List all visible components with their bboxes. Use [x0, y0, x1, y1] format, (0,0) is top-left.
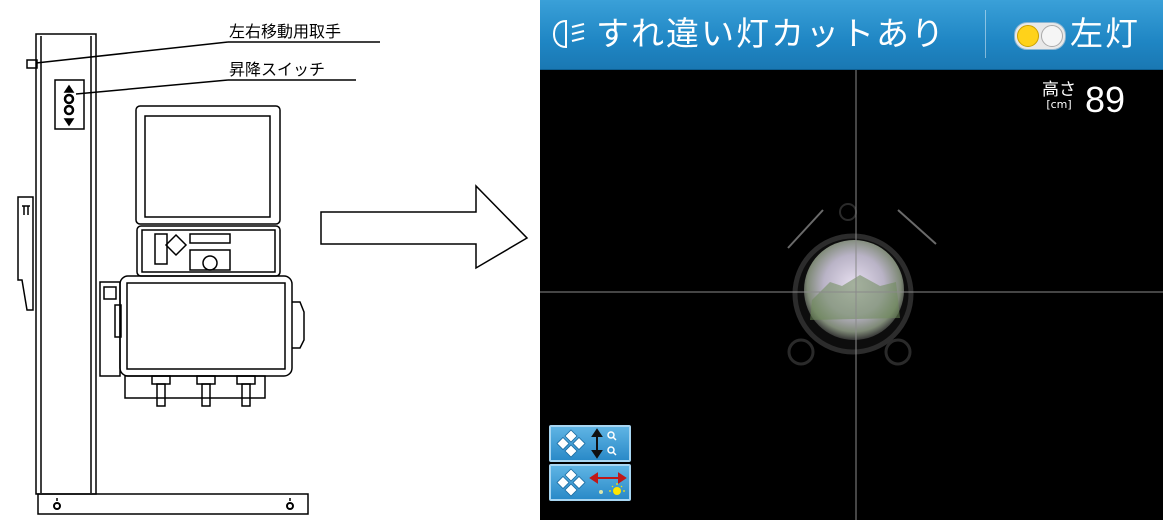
handle-callout: 左右移動用取手: [229, 22, 342, 41]
height-label: 高さ [cm]: [1041, 81, 1077, 111]
status-divider: [985, 10, 986, 58]
move-zoom-icons: [556, 428, 617, 459]
height-label-text: 高さ: [1042, 80, 1076, 100]
camera-view: [540, 69, 1163, 520]
lift-switch-drawing: [54, 79, 85, 130]
zoom-icon: [607, 431, 617, 456]
toggle-left-knob: [1017, 25, 1039, 47]
lamp-side-toggle[interactable]: [1014, 22, 1066, 50]
status-bar: すれ違い灯カットあり 左灯: [540, 0, 1163, 70]
diamond-arrows-icon: [556, 468, 586, 497]
beam-mode-title: すれ違い灯カットあり: [596, 14, 946, 53]
move-brightness-button[interactable]: [549, 464, 631, 501]
lamp-image: [787, 203, 937, 366]
tester-screen: すれ違い灯カットあり 左灯 高さ [cm] 89: [540, 0, 1163, 520]
toggle-right-knob: [1041, 25, 1063, 47]
height-unit: [cm]: [1046, 98, 1072, 111]
horizontal-arrow-icon: [589, 472, 627, 484]
low-beam-icon: [552, 19, 585, 49]
move-brightness-icons: [556, 468, 627, 497]
move-zoom-button[interactable]: [549, 425, 631, 462]
height-value: 89: [1085, 79, 1126, 120]
tester-drawing: [17, 33, 529, 515]
brightness-icon: [599, 483, 625, 495]
lamp-side-label: 左灯: [1070, 14, 1140, 53]
tester-diagram: 左右移動用取手 昇降スイッチ: [0, 0, 540, 520]
diamond-arrows-icon: [556, 429, 586, 458]
lift-switch-callout: 昇降スイッチ: [229, 60, 326, 79]
vertical-arrow-icon: [591, 428, 603, 459]
